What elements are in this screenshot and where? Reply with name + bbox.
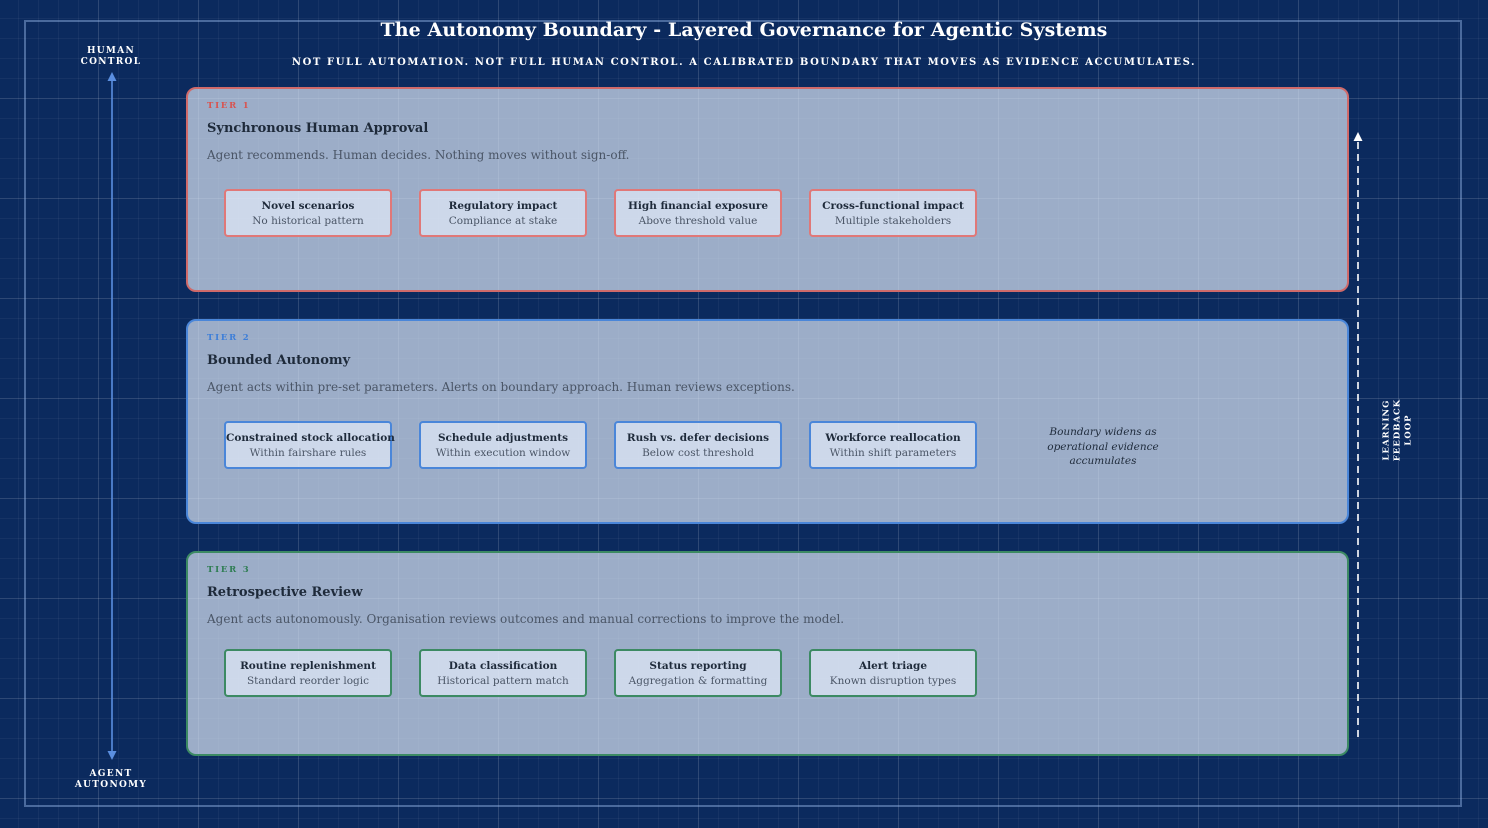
tier-card: Novel scenarios No historical pattern [224, 189, 392, 237]
tier-name: Retrospective Review [207, 585, 363, 600]
card-title: Data classification [448, 660, 558, 672]
axis-top-label: HUMAN CONTROL [56, 46, 166, 68]
boundary-note: Boundary widens as operational evidence … [1038, 425, 1168, 469]
tier-1-panel: TIER 1 Synchronous Human Approval Agent … [186, 87, 1349, 292]
tier-2-cards: Constrained stock allocation Within fair… [224, 421, 977, 469]
card-title: Novel scenarios [261, 200, 355, 212]
tier-tag: TIER 3 [207, 565, 251, 575]
card-subtitle: Historical pattern match [437, 675, 569, 687]
card-subtitle: Multiple stakeholders [834, 215, 952, 227]
arrow-up-icon [1353, 132, 1363, 141]
boundary-note-line: operational evidence [1047, 440, 1159, 453]
card-subtitle: Aggregation & formatting [628, 675, 768, 687]
card-title: Schedule adjustments [437, 432, 569, 444]
tier-description: Agent acts autonomously. Organisation re… [207, 612, 845, 626]
card-subtitle: Within execution window [435, 447, 571, 459]
tier-card: High financial exposure Above threshold … [614, 189, 782, 237]
card-title: Alert triage [858, 660, 928, 672]
tier-card: Cross-functional impact Multiple stakeho… [809, 189, 977, 237]
axis-bottom-label-line: AGENT [89, 769, 133, 779]
tier-3-cards: Routine replenishment Standard reorder l… [224, 649, 977, 697]
tier-card: Regulatory impact Compliance at stake [419, 189, 587, 237]
arrow-down-icon [107, 751, 117, 760]
tier-name: Synchronous Human Approval [207, 121, 429, 136]
diagram-title: The Autonomy Boundary - Layered Governan… [380, 19, 1108, 41]
card-title: Workforce reallocation [825, 432, 961, 444]
tier-card: Routine replenishment Standard reorder l… [224, 649, 392, 697]
card-subtitle: Within shift parameters [829, 447, 957, 459]
axis-top-label-line: HUMAN [86, 46, 136, 56]
tier-name: Bounded Autonomy [207, 353, 351, 368]
tier-tag: TIER 2 [207, 333, 251, 343]
tier-3-panel: TIER 3 Retrospective Review Agent acts a… [186, 551, 1349, 756]
feedback-loop-label-line: FEEDBACK [1392, 398, 1403, 462]
tier-card: Status reporting Aggregation & formattin… [614, 649, 782, 697]
axis-top-label-line: CONTROL [80, 57, 142, 67]
feedback-loop-label: LEARNING FEEDBACK LOOP [1378, 380, 1418, 480]
card-title: Rush vs. defer decisions [626, 432, 770, 444]
feedback-loop-label-line: LEARNING [1381, 399, 1392, 461]
card-subtitle: Standard reorder logic [246, 675, 369, 687]
diagram-subtitle: NOT FULL AUTOMATION. NOT FULL HUMAN CONT… [291, 57, 1197, 68]
tier-tag: TIER 1 [207, 101, 251, 111]
card-subtitle: Within fairshare rules [249, 447, 367, 459]
card-title: Constrained stock allocation [226, 432, 395, 444]
axis-bottom-label: AGENT AUTONOMY [56, 769, 166, 791]
boundary-note-line: accumulates [1069, 455, 1137, 467]
feedback-loop-label-line: LOOP [1403, 414, 1414, 446]
tier-card: Workforce reallocation Within shift para… [809, 421, 977, 469]
card-subtitle: Above threshold value [638, 215, 758, 227]
diagram-frame [24, 20, 1462, 807]
tier-card: Rush vs. defer decisions Below cost thre… [614, 421, 782, 469]
card-subtitle: Compliance at stake [448, 215, 558, 227]
card-title: Regulatory impact [448, 200, 558, 212]
tier-card: Alert triage Known disruption types [809, 649, 977, 697]
control-autonomy-axis-arrow [107, 72, 117, 760]
card-title: High financial exposure [627, 200, 769, 212]
tier-description: Agent recommends. Human decides. Nothing… [207, 148, 630, 162]
card-subtitle: Below cost threshold [642, 447, 754, 459]
axis-bottom-label-line: AUTONOMY [74, 780, 148, 790]
tier-description: Agent acts within pre-set parameters. Al… [207, 380, 795, 394]
card-title: Routine replenishment [240, 660, 376, 672]
tier-card: Constrained stock allocation Within fair… [224, 421, 395, 469]
card-title: Status reporting [649, 660, 747, 672]
feedback-loop-arrow [1353, 132, 1363, 738]
card-subtitle: Known disruption types [829, 675, 957, 687]
card-title: Cross-functional impact [822, 200, 964, 212]
tier-card: Data classification Historical pattern m… [419, 649, 587, 697]
boundary-note-line: Boundary widens as [1049, 426, 1157, 438]
tier-card: Schedule adjustments Within execution wi… [419, 421, 587, 469]
card-subtitle: No historical pattern [252, 215, 364, 227]
tier-2-panel: TIER 2 Bounded Autonomy Agent acts withi… [186, 319, 1349, 524]
tier-1-cards: Novel scenarios No historical pattern Re… [224, 189, 977, 237]
arrow-up-icon [107, 72, 117, 81]
